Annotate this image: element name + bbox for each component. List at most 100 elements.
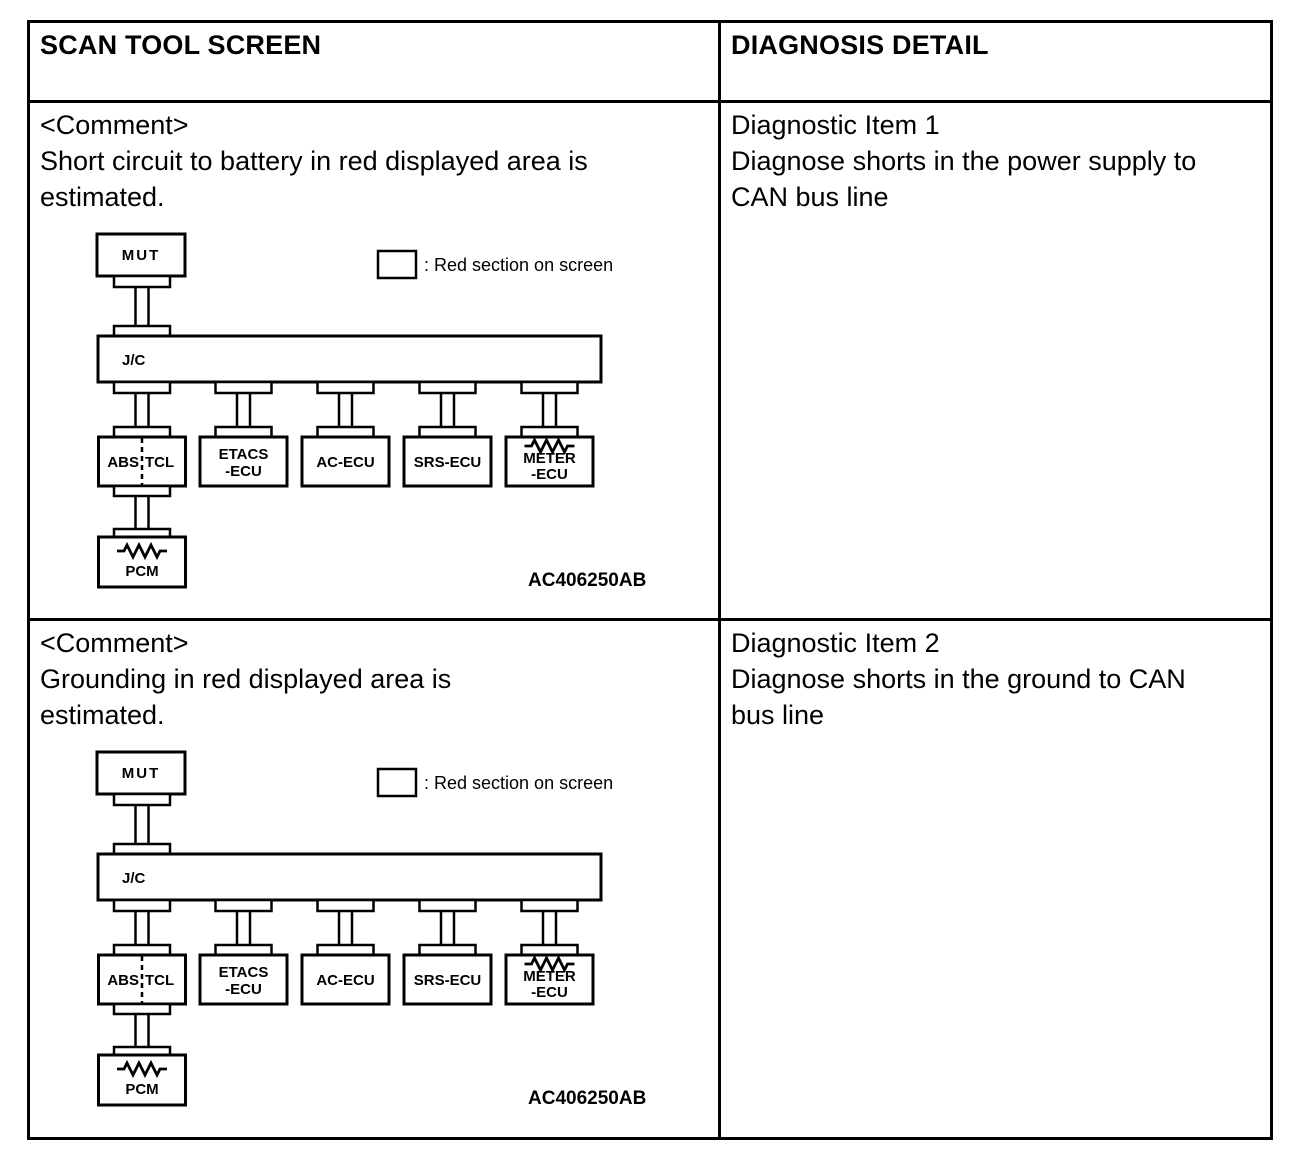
ac-ecu-box: [300, 953, 391, 1006]
srs-ecu-box: [402, 953, 493, 1006]
comment-line: estimated.: [40, 700, 165, 730]
mut-box: [95, 750, 187, 796]
jc-label: J/C: [122, 870, 146, 887]
scan-tool-cell-1: <Comment> Short circuit to battery in re…: [30, 103, 721, 618]
comment-line: estimated.: [40, 182, 165, 212]
mut-to-jc-harness: [112, 274, 172, 338]
table-row-diagnostic-item-1: <Comment> Short circuit to battery in re…: [30, 100, 1270, 618]
jc-to-abs-harness: [112, 380, 172, 439]
table-row-diagnostic-item-2: <Comment> Grounding in red displayed are…: [30, 618, 1270, 1137]
diagnostic-item-title: Diagnostic Item 1: [731, 110, 940, 140]
can-bus-network-diagram: MUT : Red section on screen J/C: [95, 750, 646, 1109]
jc-to-etacs-harness: [214, 380, 273, 439]
mut-to-jc-harness: [112, 792, 172, 856]
header-cell-diagnosis-detail: DIAGNOSIS DETAIL: [721, 23, 1270, 100]
terminating-resistor-icon: [117, 1059, 167, 1079]
abs-tcl-node: ABS TCL: [97, 435, 187, 488]
jc-box: [96, 334, 603, 384]
meter-label-line2: -ECU: [531, 466, 568, 483]
header-cell-scan-tool-screen: SCAN TOOL SCREEN: [30, 23, 721, 100]
pcm-node: PCM: [97, 535, 187, 589]
meter-label-line1: METER: [523, 968, 576, 985]
srs-ecu-label: SRS-ECU: [414, 972, 482, 989]
column-header-scan-tool-screen: SCAN TOOL SCREEN: [40, 30, 322, 60]
abs-to-pcm-harness: [112, 484, 172, 539]
abs-tcl-node: ABS TCL: [97, 953, 187, 1006]
comment-title: <Comment>: [40, 110, 189, 140]
diagnostic-item-line: bus line: [731, 700, 825, 730]
ac-ecu-label: AC-ECU: [316, 972, 374, 989]
mut-label: MUT: [122, 247, 161, 264]
legend-label: : Red section on screen: [424, 773, 613, 793]
srs-ecu-node: SRS-ECU: [402, 953, 493, 1006]
pcm-node: PCM: [97, 1053, 187, 1107]
etacs-label-line1: ETACS: [219, 964, 269, 981]
legend: : Red section on screen: [376, 767, 613, 798]
pcm-box: [97, 535, 187, 589]
etacs-ecu-node: ETACS -ECU: [198, 435, 289, 488]
legend-red-section-swatch: [376, 767, 418, 798]
jc-node: J/C: [96, 852, 603, 902]
srs-ecu-box: [402, 435, 493, 488]
diagnostic-item-line: Diagnose shorts in the ground to CAN: [731, 664, 1186, 694]
diagnostic-item-line: Diagnose shorts in the power supply to: [731, 146, 1197, 176]
jc-to-srs-harness: [418, 380, 477, 439]
diagnostic-item-line: CAN bus line: [731, 182, 889, 212]
jc-to-ac-harness: [316, 380, 375, 439]
diagnosis-table: SCAN TOOL SCREEN DIAGNOSIS DETAIL <Comme…: [27, 20, 1273, 1140]
comment-line: Short circuit to battery in red displaye…: [40, 146, 588, 176]
etacs-label-line2: -ECU: [225, 463, 262, 480]
jc-label: J/C: [122, 352, 146, 369]
legend-red-section-swatch: [376, 249, 418, 280]
mut-label: MUT: [122, 765, 161, 782]
tcl-label: TCL: [145, 972, 174, 989]
meter-ecu-node: METER -ECU: [504, 953, 595, 1006]
legend: : Red section on screen: [376, 249, 613, 280]
ac-ecu-node: AC-ECU: [300, 435, 391, 488]
meter-label-line1: METER: [523, 450, 576, 467]
jc-box: [96, 852, 603, 902]
diagnosis-detail-cell-2: Diagnostic Item 2 Diagnose shorts in the…: [721, 621, 1270, 1137]
terminating-resistor-icon: [524, 954, 575, 974]
pcm-box: [97, 1053, 187, 1107]
figure-code: AC406250AB: [528, 1088, 646, 1109]
srs-ecu-label: SRS-ECU: [414, 454, 482, 471]
diagnostic-item-title: Diagnostic Item 2: [731, 628, 940, 658]
ac-ecu-node: AC-ECU: [300, 953, 391, 1006]
terminating-resistor-icon: [117, 541, 167, 561]
diagnosis-detail-cell-1: Diagnostic Item 1 Diagnose shorts in the…: [721, 103, 1270, 618]
abs-label: ABS: [107, 454, 139, 471]
tcl-label: TCL: [145, 454, 174, 471]
scan-tool-cell-2: <Comment> Grounding in red displayed are…: [30, 621, 721, 1137]
jc-to-abs-harness: [112, 898, 172, 957]
can-bus-network-diagram: MUT : Red section on screen J/C: [95, 232, 646, 591]
meter-label-line2: -ECU: [531, 984, 568, 1001]
figure-code: AC406250AB: [528, 570, 646, 591]
abs-to-pcm-harness: [112, 1002, 172, 1057]
jc-to-srs-harness: [418, 898, 477, 957]
abs-label: ABS: [107, 972, 139, 989]
etacs-ecu-box: [198, 953, 289, 1006]
table-header-row: SCAN TOOL SCREEN DIAGNOSIS DETAIL: [30, 23, 1270, 100]
column-header-diagnosis-detail: DIAGNOSIS DETAIL: [731, 30, 989, 60]
comment-line: Grounding in red displayed area is: [40, 664, 452, 694]
mut-node: MUT: [95, 232, 187, 278]
jc-to-meter-harness: [520, 898, 579, 957]
jc-to-ac-harness: [316, 898, 375, 957]
srs-ecu-node: SRS-ECU: [402, 435, 493, 488]
terminating-resistor-icon: [524, 436, 575, 456]
ac-ecu-box: [300, 435, 391, 488]
meter-ecu-node: METER -ECU: [504, 435, 595, 488]
etacs-ecu-node: ETACS -ECU: [198, 953, 289, 1006]
etacs-ecu-box: [198, 435, 289, 488]
pcm-label: PCM: [125, 563, 158, 580]
ac-ecu-label: AC-ECU: [316, 454, 374, 471]
pcm-label: PCM: [125, 1081, 158, 1098]
jc-to-meter-harness: [520, 380, 579, 439]
jc-node: J/C: [96, 334, 603, 384]
legend-label: : Red section on screen: [424, 255, 613, 275]
mut-node: MUT: [95, 750, 187, 796]
comment-title: <Comment>: [40, 628, 189, 658]
etacs-label-line1: ETACS: [219, 446, 269, 463]
etacs-label-line2: -ECU: [225, 981, 262, 998]
